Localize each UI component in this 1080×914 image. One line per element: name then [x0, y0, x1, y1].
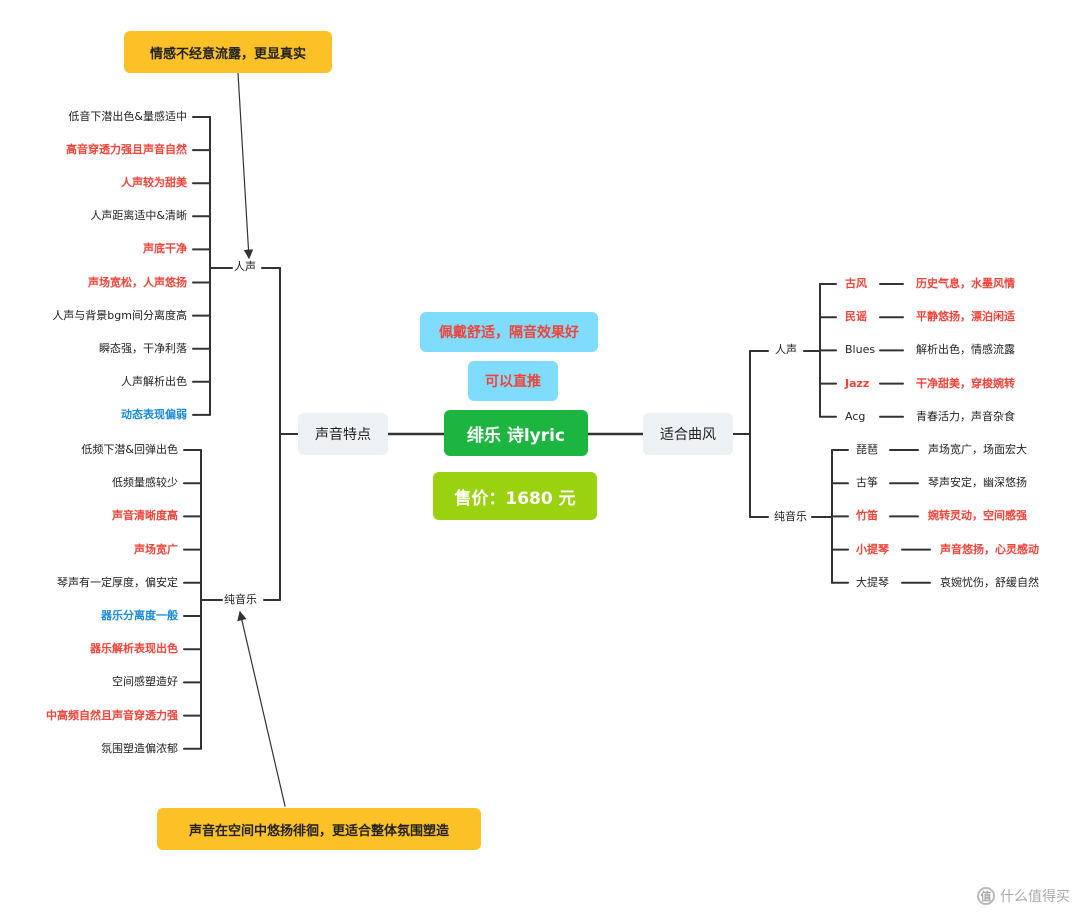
left-inst-item: 琴声有一定厚度，偏安定 [57, 575, 178, 589]
left-inst-item: 中高频自然且声音穿透力强 [46, 708, 178, 722]
suitable-genres-branch: 适合曲风 [643, 413, 733, 455]
left-inst-item: 氛围塑造偏浓郁 [101, 741, 178, 755]
left-instrumental-label: 纯音乐 [224, 593, 257, 606]
right-inst-desc: 声音悠扬，心灵感动 [940, 542, 1039, 556]
right-inst-genre: 小提琴 [856, 542, 889, 556]
left-vocal-label: 人声 [234, 260, 256, 273]
left-vocal-item: 人声解析出色 [121, 374, 187, 388]
direct-drive-tag: 可以直推 [468, 361, 558, 401]
left-vocal-item: 人声与背景bgm间分离度高 [52, 308, 187, 322]
right-vocal-desc: 解析出色，情感流露 [916, 343, 1015, 357]
right-vocal-genre: 民谣 [845, 310, 867, 324]
callout-bottom: 声音在空间中悠扬徘徊，更适合整体氛围塑造 [157, 808, 481, 850]
callout-bottom-arrow [237, 610, 286, 807]
right-inst-desc: 哀婉忧伤，舒缓自然 [940, 575, 1039, 589]
left-vocal-item: 动态表现偏弱 [121, 407, 187, 421]
right-vocal-desc: 干净甜美，穿梭婉转 [916, 376, 1015, 390]
right-inst-genre: 大提琴 [856, 575, 889, 589]
right-inst-genre: 琵琶 [856, 443, 878, 456]
right-inst-desc: 声场宽广，场面宏大 [928, 443, 1027, 456]
left-inst-item: 空间感塑造好 [112, 675, 178, 689]
sound-features-branch: 声音特点 [298, 413, 388, 455]
left-inst-item: 器乐解析表现出色 [90, 642, 178, 656]
left-inst-item: 声场宽广 [134, 542, 178, 556]
right-vocal-label: 人声 [775, 343, 797, 356]
right-vocal-genre: Blues [845, 343, 876, 357]
left-vocal-item: 人声距离适中&清晰 [90, 209, 187, 223]
right-vocal-desc: 历史气息，水墨风情 [916, 277, 1015, 290]
left-vocal-item: 低音下潜出色&量感适中 [68, 110, 187, 123]
left-inst-item: 声音清晰度高 [112, 509, 178, 523]
right-vocal-genre: Acg [845, 409, 866, 423]
left-vocal-item: 人声较为甜美 [121, 176, 187, 190]
product-title: 绯乐 诗lyric [444, 410, 588, 456]
zhide-icon: 值 [977, 887, 995, 905]
left-inst-item: 低频下潜&回弹出色 [81, 443, 178, 456]
right-vocal-genre: Jazz [845, 376, 870, 390]
right-instrumental-label: 纯音乐 [774, 510, 807, 523]
right-vocal-desc: 青春活力，声音杂食 [916, 409, 1015, 423]
left-vocal-item: 声场宽松，人声悠扬 [88, 275, 187, 289]
left-vocal-item: 瞬态强，干净利落 [99, 341, 187, 355]
right-inst-genre: 古筝 [856, 476, 878, 490]
left-inst-item: 器乐分离度一般 [101, 609, 178, 622]
left-vocal-item: 高音穿透力强且声音自然 [66, 143, 187, 157]
watermark-text: 什么值得买 [1000, 889, 1070, 905]
right-vocal-desc: 平静悠扬，漂泊闲适 [916, 310, 1015, 324]
left-inst-item: 低频量感较少 [112, 476, 178, 490]
callout-top: 情感不经意流露，更显真实 [124, 31, 332, 73]
right-inst-desc: 琴声安定，幽深悠扬 [928, 476, 1027, 490]
left-vocal-item: 声底干净 [143, 242, 187, 256]
callout-top-arrow [237, 72, 254, 260]
wear-comfort-tag: 佩戴舒适，隔音效果好 [420, 312, 598, 352]
right-vocal-genre: 古风 [845, 277, 867, 290]
price-tag: 售价：1680 元 [433, 472, 597, 520]
watermark: 值 什么值得买 [977, 886, 1070, 906]
right-inst-desc: 婉转灵动，空间感强 [928, 509, 1027, 523]
right-inst-genre: 竹笛 [856, 509, 878, 523]
